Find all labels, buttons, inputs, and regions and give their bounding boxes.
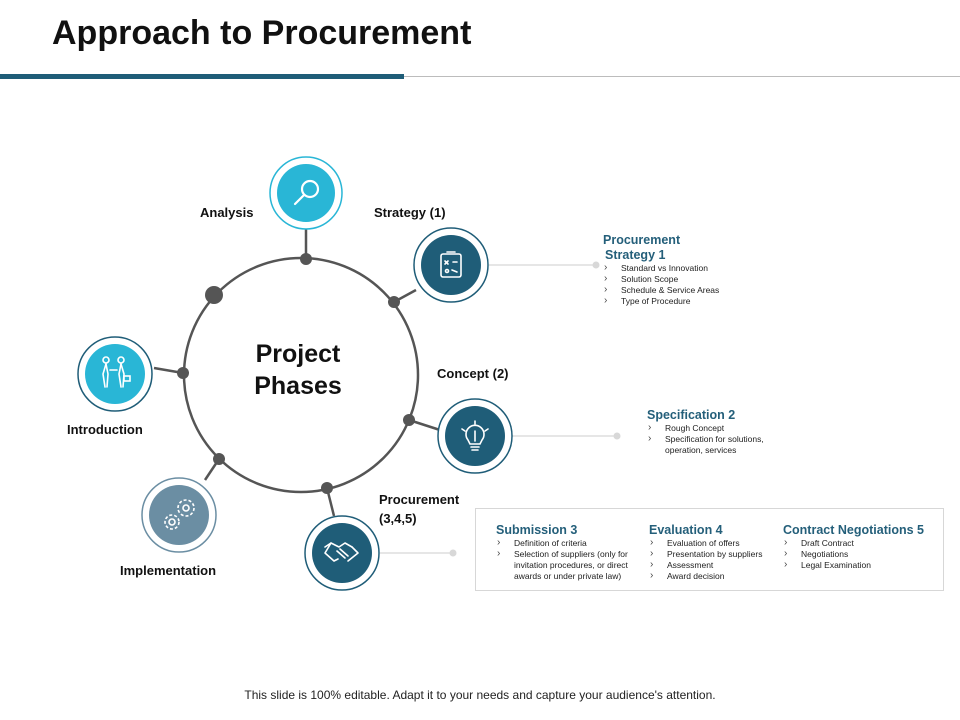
label-concept: Concept (2) (437, 366, 509, 381)
procurement-node[interactable] (304, 515, 380, 591)
list-item: Evaluation of offers (649, 537, 784, 549)
center-title-line2: Phases (254, 372, 342, 400)
list-item: Legal Examination (783, 559, 943, 571)
ring-junction-dots (177, 253, 415, 494)
list-item: Schedule & Service Areas (603, 284, 773, 296)
specification-info: Specification 2 Rough Concept Specificat… (647, 408, 807, 456)
list-item: Selection of suppliers (only for invitat… (496, 548, 646, 582)
label-implementation: Implementation (120, 563, 217, 578)
evaluation-list: Evaluation of offers Presentation by sup… (649, 537, 784, 582)
strategy-info-title-line1: Procurement (603, 233, 681, 247)
list-item: Rough Concept (647, 422, 807, 434)
list-item: Specification for solutions, operation, … (647, 433, 790, 456)
leader-dot-specification (613, 432, 621, 440)
label-strategy: Strategy (1) (374, 205, 446, 220)
label-introduction: Introduction (67, 422, 143, 437)
analysis-node[interactable] (269, 156, 343, 230)
center-title-line1: Project (255, 340, 341, 368)
evaluation-title: Evaluation 4 (649, 523, 723, 537)
strategy-node[interactable] (413, 227, 489, 303)
list-item: Draft Contract (783, 537, 943, 549)
specification-info-list: Rough Concept Specification for solution… (647, 422, 807, 456)
leader-dot-procurement (449, 549, 457, 557)
submission-list: Definition of criteria Selection of supp… (496, 537, 646, 582)
lightbulb-icon (461, 420, 489, 451)
specification-info-title: Specification 2 (647, 408, 736, 422)
list-item: Type of Procedure (603, 295, 773, 307)
list-item: Solution Scope (603, 273, 773, 285)
gears-icon (164, 499, 195, 530)
ring-start-dot (205, 286, 223, 304)
contract-title: Contract Negotiations 5 (783, 523, 924, 537)
footer-note: This slide is 100% editable. Adapt it to… (244, 688, 716, 702)
strategy-info-title-line2: Strategy 1 (605, 248, 666, 262)
label-procurement-line2: (3,4,5) (379, 511, 417, 526)
evaluation-column: Evaluation 4 Evaluation of offers Presen… (649, 523, 784, 582)
procurement-details-box: Submission 3 Definition of criteria Sele… (475, 508, 944, 591)
contract-list: Draft Contract Negotiations Legal Examin… (783, 537, 943, 571)
list-item: Award decision (649, 570, 784, 582)
list-item: Definition of criteria (496, 537, 646, 549)
center-title: Project Phases (228, 338, 368, 402)
leader-lines (380, 264, 616, 554)
strategy-info-list: Standard vs Innovation Solution Scope Sc… (603, 262, 773, 307)
list-item: Presentation by suppliers (649, 548, 784, 560)
people-meeting-icon (102, 356, 131, 388)
label-analysis: Analysis (200, 205, 254, 220)
submission-title: Submission 3 (496, 523, 578, 537)
list-item: Negotiations (783, 548, 943, 560)
concept-node[interactable] (437, 398, 513, 474)
introduction-node[interactable] (77, 336, 153, 412)
leader-dot-strategy (592, 261, 600, 269)
magnifier-icon (293, 179, 320, 206)
strategy-board-icon (440, 251, 462, 278)
contract-column: Contract Negotiations 5 Draft Contract N… (783, 523, 943, 571)
submission-column: Submission 3 Definition of criteria Sele… (496, 523, 646, 582)
list-item: Standard vs Innovation (603, 262, 773, 274)
strategy-info: Procurement Strategy 1 Standard vs Innov… (603, 233, 773, 307)
list-item: Assessment (649, 559, 784, 571)
implementation-node[interactable] (141, 477, 217, 553)
page-title: Approach to Procurement (52, 14, 472, 52)
title-underline-rule (404, 76, 960, 77)
title-underline-accent (0, 74, 404, 79)
handshake-icon (324, 542, 359, 562)
label-procurement-line1: Procurement (379, 492, 460, 507)
